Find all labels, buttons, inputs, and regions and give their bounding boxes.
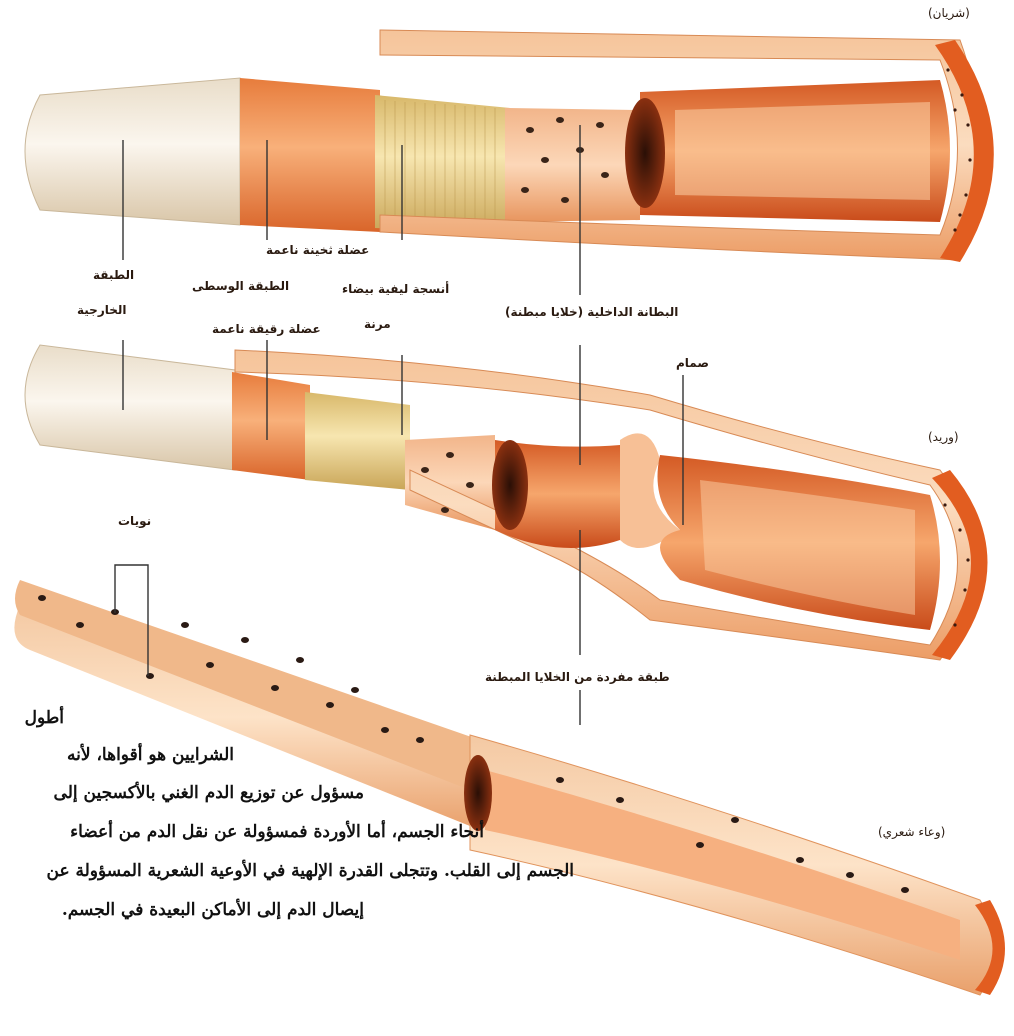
label-thin-muscle: عضلة رقيقة ناعمة [212,322,321,336]
label-outer-layer-2: الخارجية [77,303,127,317]
label-thick-muscle: عضلة ثخينة ناعمة [266,243,369,257]
caption-line-1: أطول [25,708,64,728]
vein [25,345,988,660]
label-single-layer: طبقة مفردة من الخلايا المبطنة [485,670,670,684]
label-elastic-1: أنسجة ليفية بيضاء [342,282,449,296]
caption-line-2: الشرايين هو أقواها، لأنه [67,745,234,765]
label-inner-lining: البطانة الداخلية (خلايا مبطنة) [505,305,678,319]
label-valve: صمام [676,356,709,370]
artery-inner-lining [505,108,640,222]
artery [25,30,994,262]
vein-elastic-layer [305,392,410,490]
artery-muscle-layer [240,78,380,232]
label-outer-layer-1: الطبقة [93,268,134,282]
vein-muscle-layer [232,372,310,480]
artery-title: (شريان) [928,6,970,20]
vein-outer-layer [25,345,235,470]
label-nuclei: نويات [118,514,151,528]
artery-outer-layer [25,78,240,225]
capillary-title: (وعاء شعري) [878,825,945,839]
artery-lumen-opening [625,98,665,208]
caption-line-5: الجسم إلى القلب. وتتجلى القدرة الإلهية ف… [47,861,575,881]
label-elastic-2: مرنة [364,317,391,331]
label-middle-layer: الطبقة الوسطى [192,279,289,293]
caption-line-6: إيصال الدم إلى الأماكن البعيدة في الجسم. [62,900,364,920]
vein-title: (وريد) [928,430,959,444]
caption-line-3: مسؤول عن توزيع الدم الغني بالأكسجين إلى [54,783,364,803]
caption-line-4: أنحاء الجسم، أما الأوردة فمسؤولة عن نقل … [70,822,484,842]
